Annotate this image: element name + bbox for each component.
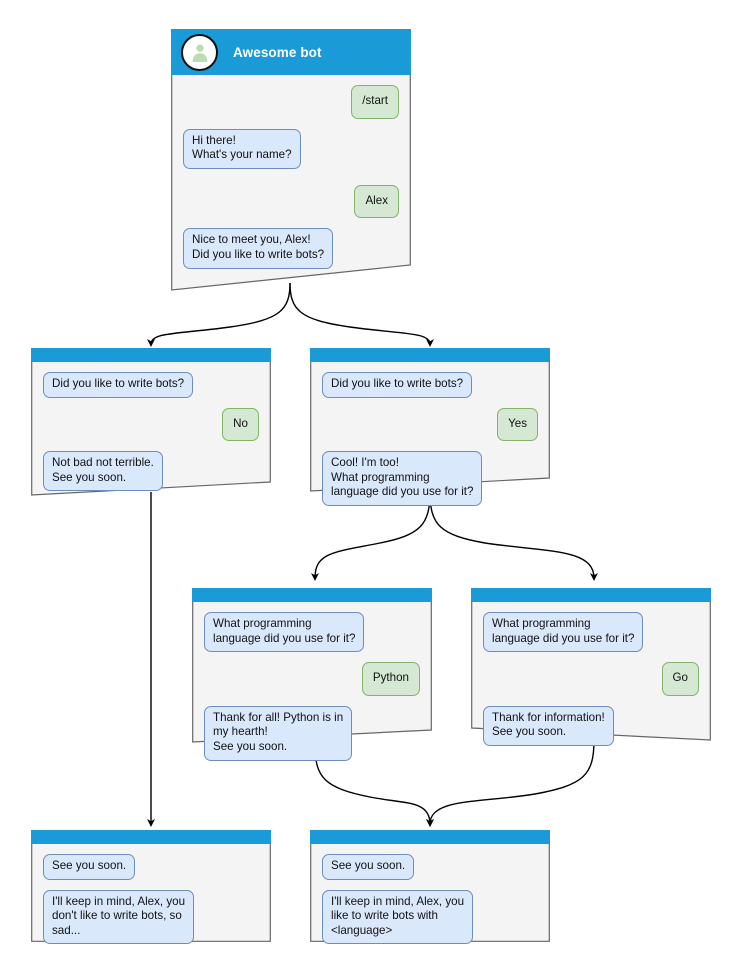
node-end-no-header (31, 830, 271, 844)
user-message-bubble[interactable]: Alex (354, 184, 399, 219)
user-message-bubble[interactable]: Go (661, 662, 699, 696)
chat-row: Yes (322, 407, 538, 442)
node-start-header: Awesome bot (171, 29, 411, 75)
chat-row: Alex (183, 184, 399, 219)
chat-row: Not bad not terrible. See you soon. (43, 451, 259, 492)
user-message-bubble[interactable]: Python (361, 662, 420, 696)
node-end-yes-body: See you soon. I'll keep in mind, Alex, y… (310, 844, 550, 945)
chat-row: I'll keep in mind, Alex, you don't like … (43, 889, 259, 945)
node-start-title: Awesome bot (233, 44, 322, 60)
node-answer-yes-header (310, 348, 550, 362)
node-answer-no[interactable]: Did you like to write bots? No Not bad n… (31, 348, 271, 496)
chat-row: No (43, 407, 259, 442)
chat-row: Did you like to write bots? (322, 372, 538, 398)
node-start-body: /start Hi there! What's your name? Alex … (171, 75, 411, 269)
node-answer-yes[interactable]: Did you like to write bots? Yes Cool! I'… (310, 348, 550, 506)
bot-message-bubble[interactable]: See you soon. (43, 854, 136, 880)
chat-row: Go (483, 662, 699, 696)
node-answer-go[interactable]: What programming language did you use fo… (471, 588, 711, 746)
bot-message-bubble[interactable]: Did you like to write bots? (43, 372, 194, 398)
bot-message-bubble[interactable]: Cool! I'm too! What programming language… (322, 451, 483, 506)
bot-message-bubble[interactable]: I'll keep in mind, Alex, you like to wri… (322, 889, 474, 945)
bot-message-bubble[interactable]: Thank for all! Python is in my hearth! S… (204, 705, 353, 761)
edge-start-to-yes (289, 282, 434, 347)
node-end-no-body: See you soon. I'll keep in mind, Alex, y… (31, 844, 271, 945)
bot-message-bubble[interactable]: See you soon. (322, 854, 415, 880)
node-answer-yes-body: Did you like to write bots? Yes Cool! I'… (310, 362, 550, 506)
bot-message-bubble[interactable]: Not bad not terrible. See you soon. (43, 451, 163, 492)
bot-message-bubble[interactable]: I'll keep in mind, Alex, you don't like … (43, 889, 195, 945)
node-end-yes[interactable]: See you soon. I'll keep in mind, Alex, y… (310, 830, 550, 945)
bot-message-bubble[interactable]: What programming language did you use fo… (204, 612, 365, 653)
node-answer-python-header (192, 588, 432, 602)
chat-row: Thank for all! Python is in my hearth! S… (204, 705, 420, 761)
chat-row: What programming language did you use fo… (483, 612, 699, 653)
chat-row: See you soon. (322, 854, 538, 880)
node-answer-go-header (471, 588, 711, 602)
chat-row: /start (183, 85, 399, 119)
chat-row: What programming language did you use fo… (204, 612, 420, 653)
node-answer-python[interactable]: What programming language did you use fo… (192, 588, 432, 761)
user-message-bubble[interactable]: /start (351, 85, 399, 119)
edge-start-to-no (147, 282, 291, 347)
bot-message-bubble[interactable]: Did you like to write bots? (322, 372, 473, 398)
chat-row: Did you like to write bots? (43, 372, 259, 398)
bot-message-bubble[interactable]: Nice to meet you, Alex! Did you like to … (183, 228, 334, 269)
bot-message-bubble[interactable]: Hi there! What's your name? (183, 128, 301, 169)
chat-row: See you soon. (43, 854, 259, 880)
chat-row: Hi there! What's your name? (183, 128, 399, 169)
bot-message-bubble[interactable]: Thank for information! See you soon. (483, 705, 614, 746)
chat-row: Python (204, 662, 420, 696)
bot-message-bubble[interactable]: What programming language did you use fo… (483, 612, 644, 653)
person-avatar-icon (181, 34, 218, 71)
node-start[interactable]: Awesome bot /start Hi there! What's your… (171, 29, 411, 291)
node-end-no[interactable]: See you soon. I'll keep in mind, Alex, y… (31, 830, 271, 945)
node-answer-no-body: Did you like to write bots? No Not bad n… (31, 362, 271, 492)
node-end-yes-header (310, 830, 550, 844)
node-answer-python-body: What programming language did you use fo… (192, 602, 432, 761)
user-message-bubble[interactable]: No (222, 407, 259, 442)
node-answer-no-header (31, 348, 271, 362)
chat-row: Cool! I'm too! What programming language… (322, 451, 538, 506)
node-answer-go-body: What programming language did you use fo… (471, 602, 711, 746)
chat-row: Nice to meet you, Alex! Did you like to … (183, 228, 399, 269)
chat-row: I'll keep in mind, Alex, you like to wri… (322, 889, 538, 945)
user-message-bubble[interactable]: Yes (497, 407, 538, 442)
chat-row: Thank for information! See you soon. (483, 705, 699, 746)
